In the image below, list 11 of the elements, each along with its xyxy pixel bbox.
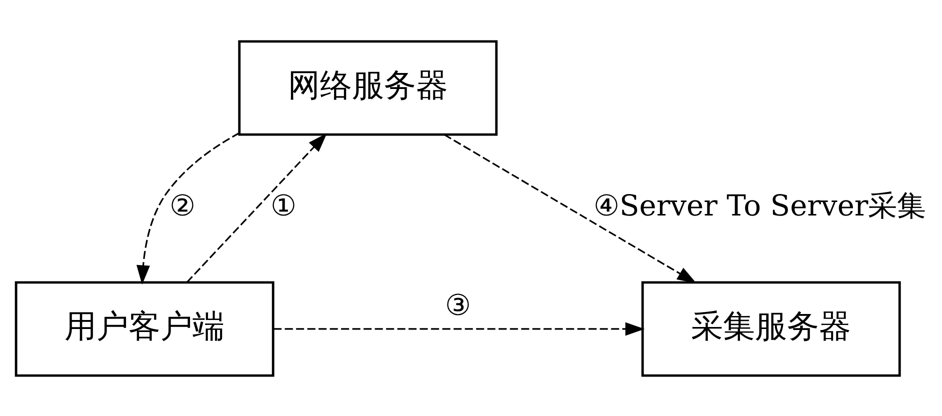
- node-box: 网络服务器: [238, 40, 498, 136]
- edge-label: ④Server To Server采集: [592, 188, 926, 222]
- arrow: [186, 132, 327, 282]
- arrow: [443, 133, 696, 283]
- edge-label: ③: [444, 288, 470, 322]
- edge-label: ②: [168, 188, 195, 222]
- edge-label: ①: [270, 188, 296, 222]
- node-box: 采集服务器: [640, 280, 900, 376]
- node-box: 用户客户端: [14, 280, 274, 376]
- arrow: [273, 322, 644, 336]
- arrow: [136, 132, 240, 284]
